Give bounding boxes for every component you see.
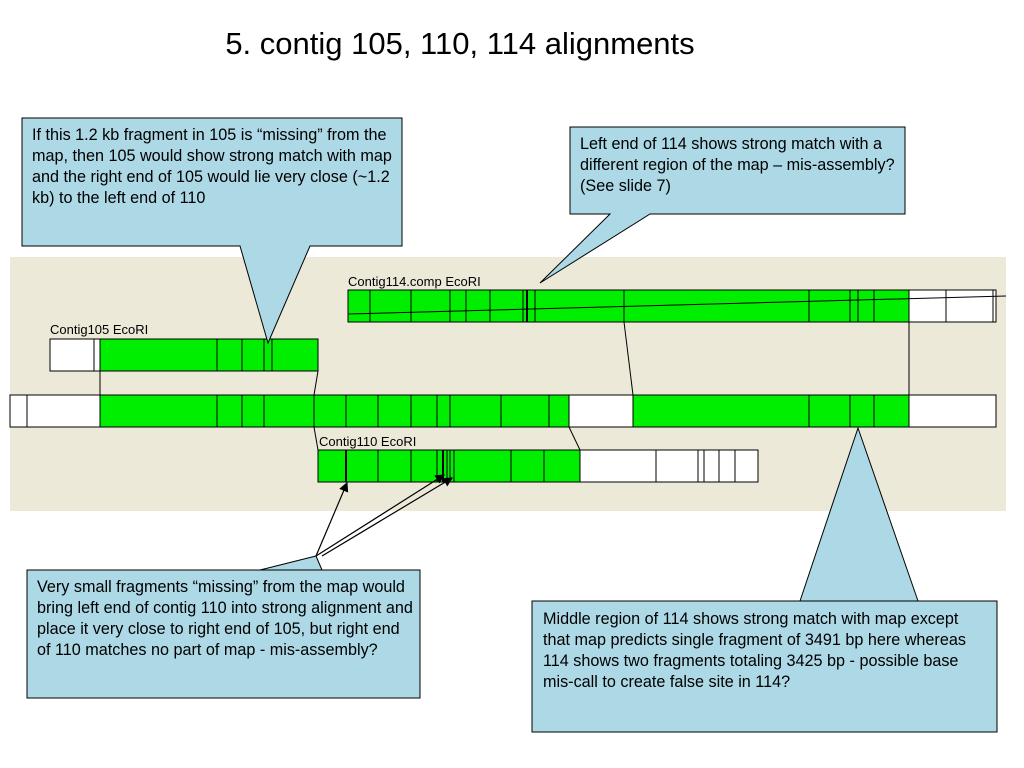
connector-map-110-right — [568, 426, 581, 451]
callout-bottom-right-bubble — [531, 426, 998, 733]
arrow-to-fragment-346 — [315, 481, 349, 557]
connector-map-110-left — [313, 426, 319, 451]
callout-top-left-text: If this 1.2 kb fragment in 105 is “missi… — [32, 126, 392, 207]
map-middle-unmatched — [568, 394, 634, 428]
contig110-unmatched-region — [579, 449, 759, 483]
contig105-fragment-boundaries — [93, 339, 273, 371]
callout-top-right-bubble — [539, 126, 906, 284]
contig114-matched-region — [347, 289, 910, 323]
contig105-matched-region — [99, 338, 319, 372]
callout-bottom-left-arrows — [315, 474, 454, 557]
alignment-connectors — [99, 321, 910, 451]
contig105-track: Contig105 EcoRI — [49, 322, 319, 372]
map-matched-region-2 — [632, 394, 910, 428]
map-left-unmatched — [9, 394, 101, 428]
map-matched-region-1 — [99, 394, 570, 428]
connector-114-map-left — [623, 321, 634, 396]
slide-title: 5. contig 105, 110, 114 alignments — [225, 26, 695, 61]
contig114-label: Contig114.comp EcoRI — [348, 274, 481, 289]
callout-top-left-bubble — [21, 117, 403, 345]
arrow-to-fragment-443 — [315, 474, 446, 557]
arrow-to-fragment-452 — [321, 477, 454, 557]
contig110-matched-region — [317, 449, 581, 483]
map-fragment-boundaries — [26, 395, 875, 427]
connector-105-map-right — [313, 370, 319, 396]
map-right-unmatched — [908, 394, 997, 428]
callout-bottom-left-bubble — [26, 555, 421, 699]
contig105-label: Contig105 EcoRI — [50, 322, 148, 337]
callout-bottom-right-text: Middle region of 114 shows strong match … — [543, 610, 966, 691]
contig114-unmatched-region — [908, 289, 997, 323]
contig110-track: Contig110 EcoRI — [317, 434, 759, 483]
contig105-unmatched-region — [49, 338, 101, 372]
callout-bottom-left-text: Very small fragments “missing” from the … — [37, 578, 413, 659]
contig114-fragment-boundaries — [347, 290, 1007, 322]
callout-top-right-text: Left end of 114 shows strong match with … — [580, 135, 895, 195]
map-track — [9, 394, 997, 428]
contig110-label: Contig110 EcoRI — [319, 434, 416, 449]
contig114-track: Contig114.comp EcoRI — [347, 274, 1007, 323]
